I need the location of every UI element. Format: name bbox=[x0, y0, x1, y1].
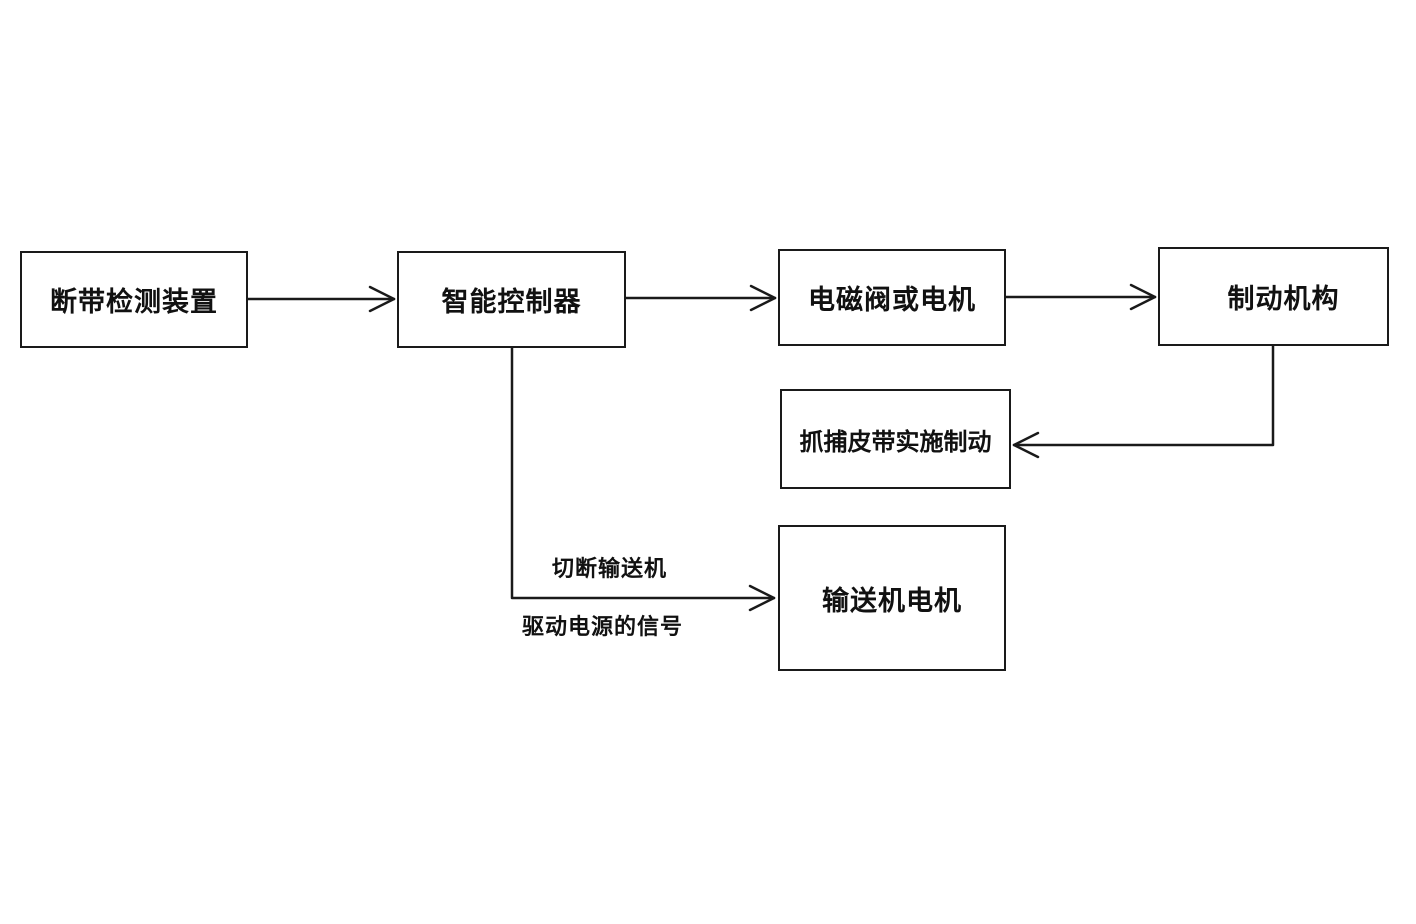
node-label: 抓捕皮带实施制动 bbox=[799, 427, 992, 456]
node-label: 智能控制器 bbox=[441, 287, 582, 318]
node-smart-controller: 智能控制器 bbox=[397, 251, 626, 348]
arrow-controller-to-motor bbox=[510, 346, 776, 600]
arrowhead-valve bbox=[749, 284, 777, 312]
edge-label-line-2: 驱动电源的信号 bbox=[522, 615, 684, 640]
node-label: 电磁阀或电机 bbox=[808, 285, 976, 316]
arrowhead-brake bbox=[1129, 283, 1157, 311]
node-solenoid-valve-or-motor: 电磁阀或电机 bbox=[778, 249, 1006, 346]
node-belt-break-detector: 断带检测装置 bbox=[20, 251, 248, 348]
arrowhead-grab bbox=[1012, 431, 1040, 459]
arrowhead-motor bbox=[748, 584, 776, 612]
node-label: 制动机构 bbox=[1227, 284, 1340, 315]
arrow-brake-to-grab bbox=[1012, 344, 1275, 447]
node-grab-belt-braking: 抓捕皮带实施制动 bbox=[780, 389, 1011, 489]
arrowhead-controller bbox=[368, 285, 396, 313]
node-label: 断带检测装置 bbox=[50, 287, 218, 318]
node-brake-mechanism: 制动机构 bbox=[1158, 247, 1389, 346]
node-label: 输送机电机 bbox=[822, 585, 962, 617]
node-conveyor-motor: 输送机电机 bbox=[778, 525, 1006, 671]
edge-label-line-1: 切断输送机 bbox=[552, 557, 668, 582]
